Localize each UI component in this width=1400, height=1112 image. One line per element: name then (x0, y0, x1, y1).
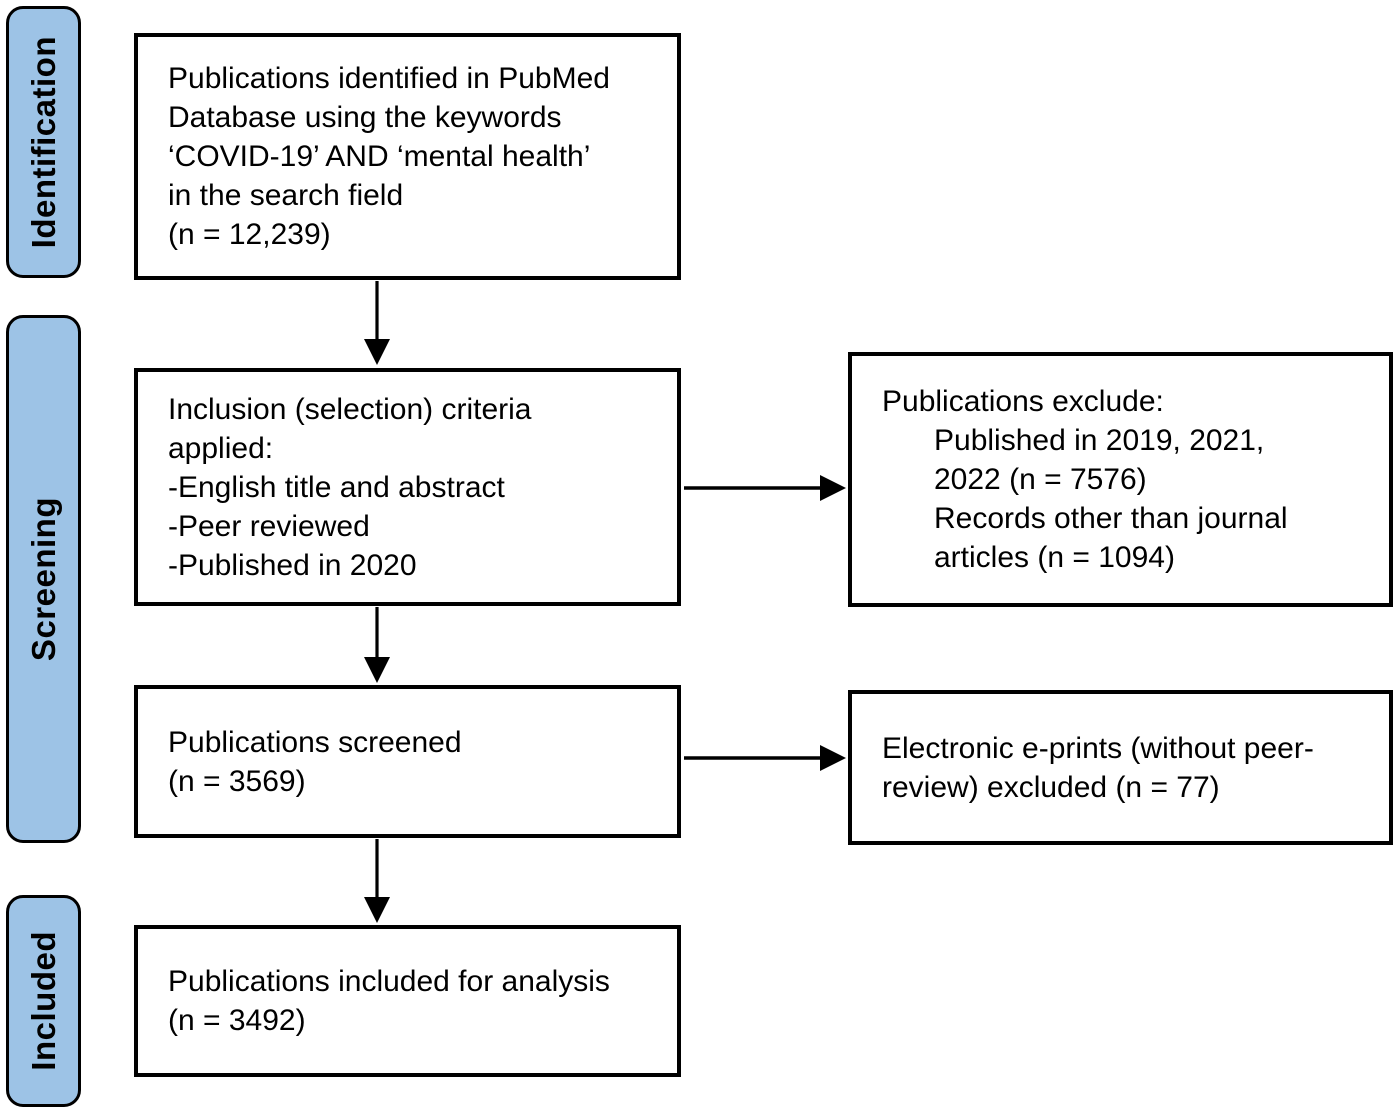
box-eprints-excluded: Electronic e-prints (without peer- revie… (848, 690, 1393, 845)
box-text-line: ‘COVID-19’ AND ‘mental health’ (168, 140, 591, 173)
box-text-line: Publications exclude: (882, 385, 1164, 418)
box-count-line: (n = 12,239) (168, 218, 331, 251)
box-text-line: 2022 (n = 7576) (934, 463, 1147, 496)
arrow-identified-to-criteria (364, 281, 390, 365)
box-text-line: Publications screened (168, 725, 462, 759)
arrow-screened-to-excluded2 (684, 745, 846, 771)
box-text-line: -Published in 2020 (168, 548, 417, 582)
stage-label-included-text: Included (24, 931, 62, 1071)
box-text-line: Database using the keywords (168, 101, 562, 134)
box-publications-identified: Publications identified in PubMed Databa… (134, 33, 681, 280)
box-text-line: -Peer reviewed (168, 509, 370, 543)
box-text-line: Electronic e-prints (without peer- (882, 731, 1314, 765)
stage-label-identification-text: Identification (24, 35, 62, 249)
box-text-line: -English title and abstract (168, 470, 505, 504)
box-count-line: (n = 3569) (168, 764, 306, 798)
box-text-line: articles (n = 1094) (934, 541, 1175, 574)
box-text-line: Inclusion (selection) criteria (168, 392, 532, 426)
box-text-line: Published in 2019, 2021, (934, 424, 1265, 457)
stage-label-identification: Identification (6, 6, 81, 278)
box-count-line: (n = 3492) (168, 1004, 306, 1037)
box-text-line: Publications included for analysis (168, 965, 610, 998)
box-text-line: applied: (168, 431, 274, 465)
arrow-screened-to-included (364, 839, 390, 923)
box-inclusion-criteria: Inclusion (selection) criteria applied: … (134, 368, 681, 606)
stage-label-included: Included (6, 895, 81, 1107)
box-publications-screened: Publications screened (n = 3569) (134, 685, 681, 838)
stage-label-screening: Screening (6, 315, 81, 843)
box-publications-excluded: Publications exclude: Published in 2019,… (848, 352, 1393, 607)
box-text-line: in the search field (168, 179, 404, 212)
box-text-line: Publications identified in PubMed (168, 62, 610, 95)
box-text-line: review) excluded (n = 77) (882, 770, 1220, 804)
box-text-line: Records other than journal (934, 502, 1288, 535)
arrow-criteria-to-screened (364, 607, 390, 683)
box-publications-included: Publications included for analysis (n = … (134, 925, 681, 1077)
stage-label-screening-text: Screening (24, 496, 62, 662)
arrow-criteria-to-excluded1 (684, 475, 846, 501)
